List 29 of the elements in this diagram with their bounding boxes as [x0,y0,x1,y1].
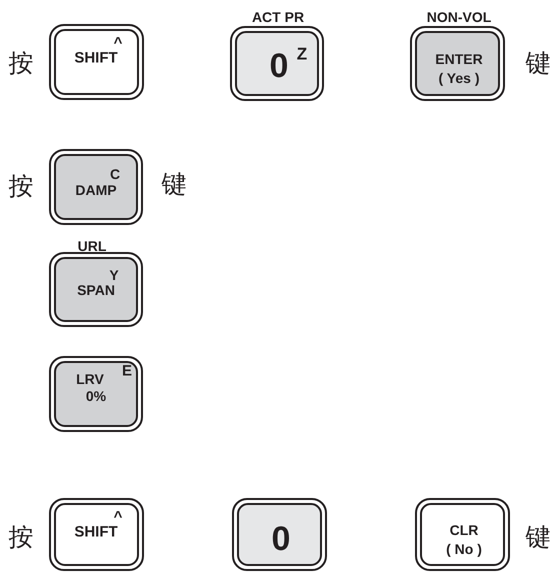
key-legend: ^ [114,510,122,524]
key-label: SHIFT [74,50,118,66]
key-legend: E [122,364,132,378]
keypad-key [49,356,143,432]
key-function-label: ACT PR [252,10,304,24]
key-label: SPAN [77,283,115,297]
key-label: 0% [86,389,106,403]
key-label: ENTER [435,52,483,66]
key-label: ( Yes ) [438,71,480,85]
key-legend: Z [296,46,308,62]
key-legend: Y [109,268,119,282]
instruction-text: 键 [162,172,186,196]
key-label: CLR [450,523,478,537]
keypad-key [415,498,510,571]
keypad-key [232,498,327,571]
key-legend: C [110,167,120,181]
keypad-key [49,149,143,225]
key-label: LRV [76,372,104,386]
key-label: DAMP [75,183,117,197]
key-label: 0 [272,522,290,556]
key-label: SHIFT [74,524,118,540]
keypad-key [49,498,144,571]
key-label: ( No ) [446,542,482,556]
instruction-text: 按 [8,174,34,198]
keypad-key [49,24,144,100]
key-legend: ^ [114,36,122,50]
key-function-label: NON-VOL [426,10,492,24]
key-function-label: URL [78,239,106,253]
key-label: 0 [270,49,288,83]
